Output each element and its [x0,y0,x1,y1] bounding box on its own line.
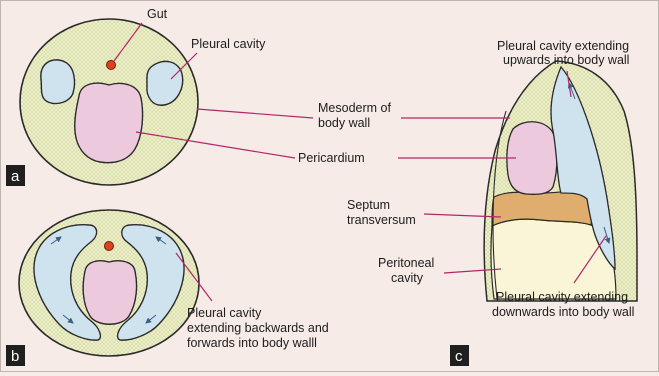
label-peritoneal-1: Peritoneal [378,256,434,270]
label-septum-2: transversum [347,213,416,227]
panel-c [484,61,637,301]
panel-letter-c: c [450,345,469,366]
label-pleural-back-1: Pleural cavity [187,306,262,320]
label-pleural-down-1: Pleural cavity extending [496,290,628,304]
label-mesoderm-2: body wall [318,116,370,130]
label-pleural-cavity: Pleural cavity [191,37,266,51]
label-septum-1: Septum [347,198,390,212]
label-pleural-up-1: Pleural cavity extending [497,39,629,53]
svg-text:b: b [11,348,19,365]
label-mesoderm-1: Mesoderm of [318,101,391,115]
label-peritoneal-2: cavity [391,271,424,285]
panel-a [20,19,198,185]
pericardium-a [75,83,143,163]
pericardium-b [83,261,136,325]
gut-b [105,242,114,251]
label-pleural-back-2: extending backwards and [187,321,329,335]
pleural-cavity-left-a [41,60,75,104]
svg-text:a: a [11,168,20,185]
panel-b [19,210,199,356]
gut-a [107,61,116,70]
label-pleural-up-2: upwards into body wall [503,53,629,67]
panel-letter-b: b [6,345,25,366]
label-pleural-down-2: downwards into body wall [492,305,634,319]
panel-letter-a: a [6,165,25,186]
label-gut: Gut [147,7,168,21]
label-pleural-back-3: forwards into body walll [187,336,317,350]
label-pericardium: Pericardium [298,151,365,165]
svg-text:c: c [455,348,463,365]
leader-mesoderm-a [197,109,313,118]
